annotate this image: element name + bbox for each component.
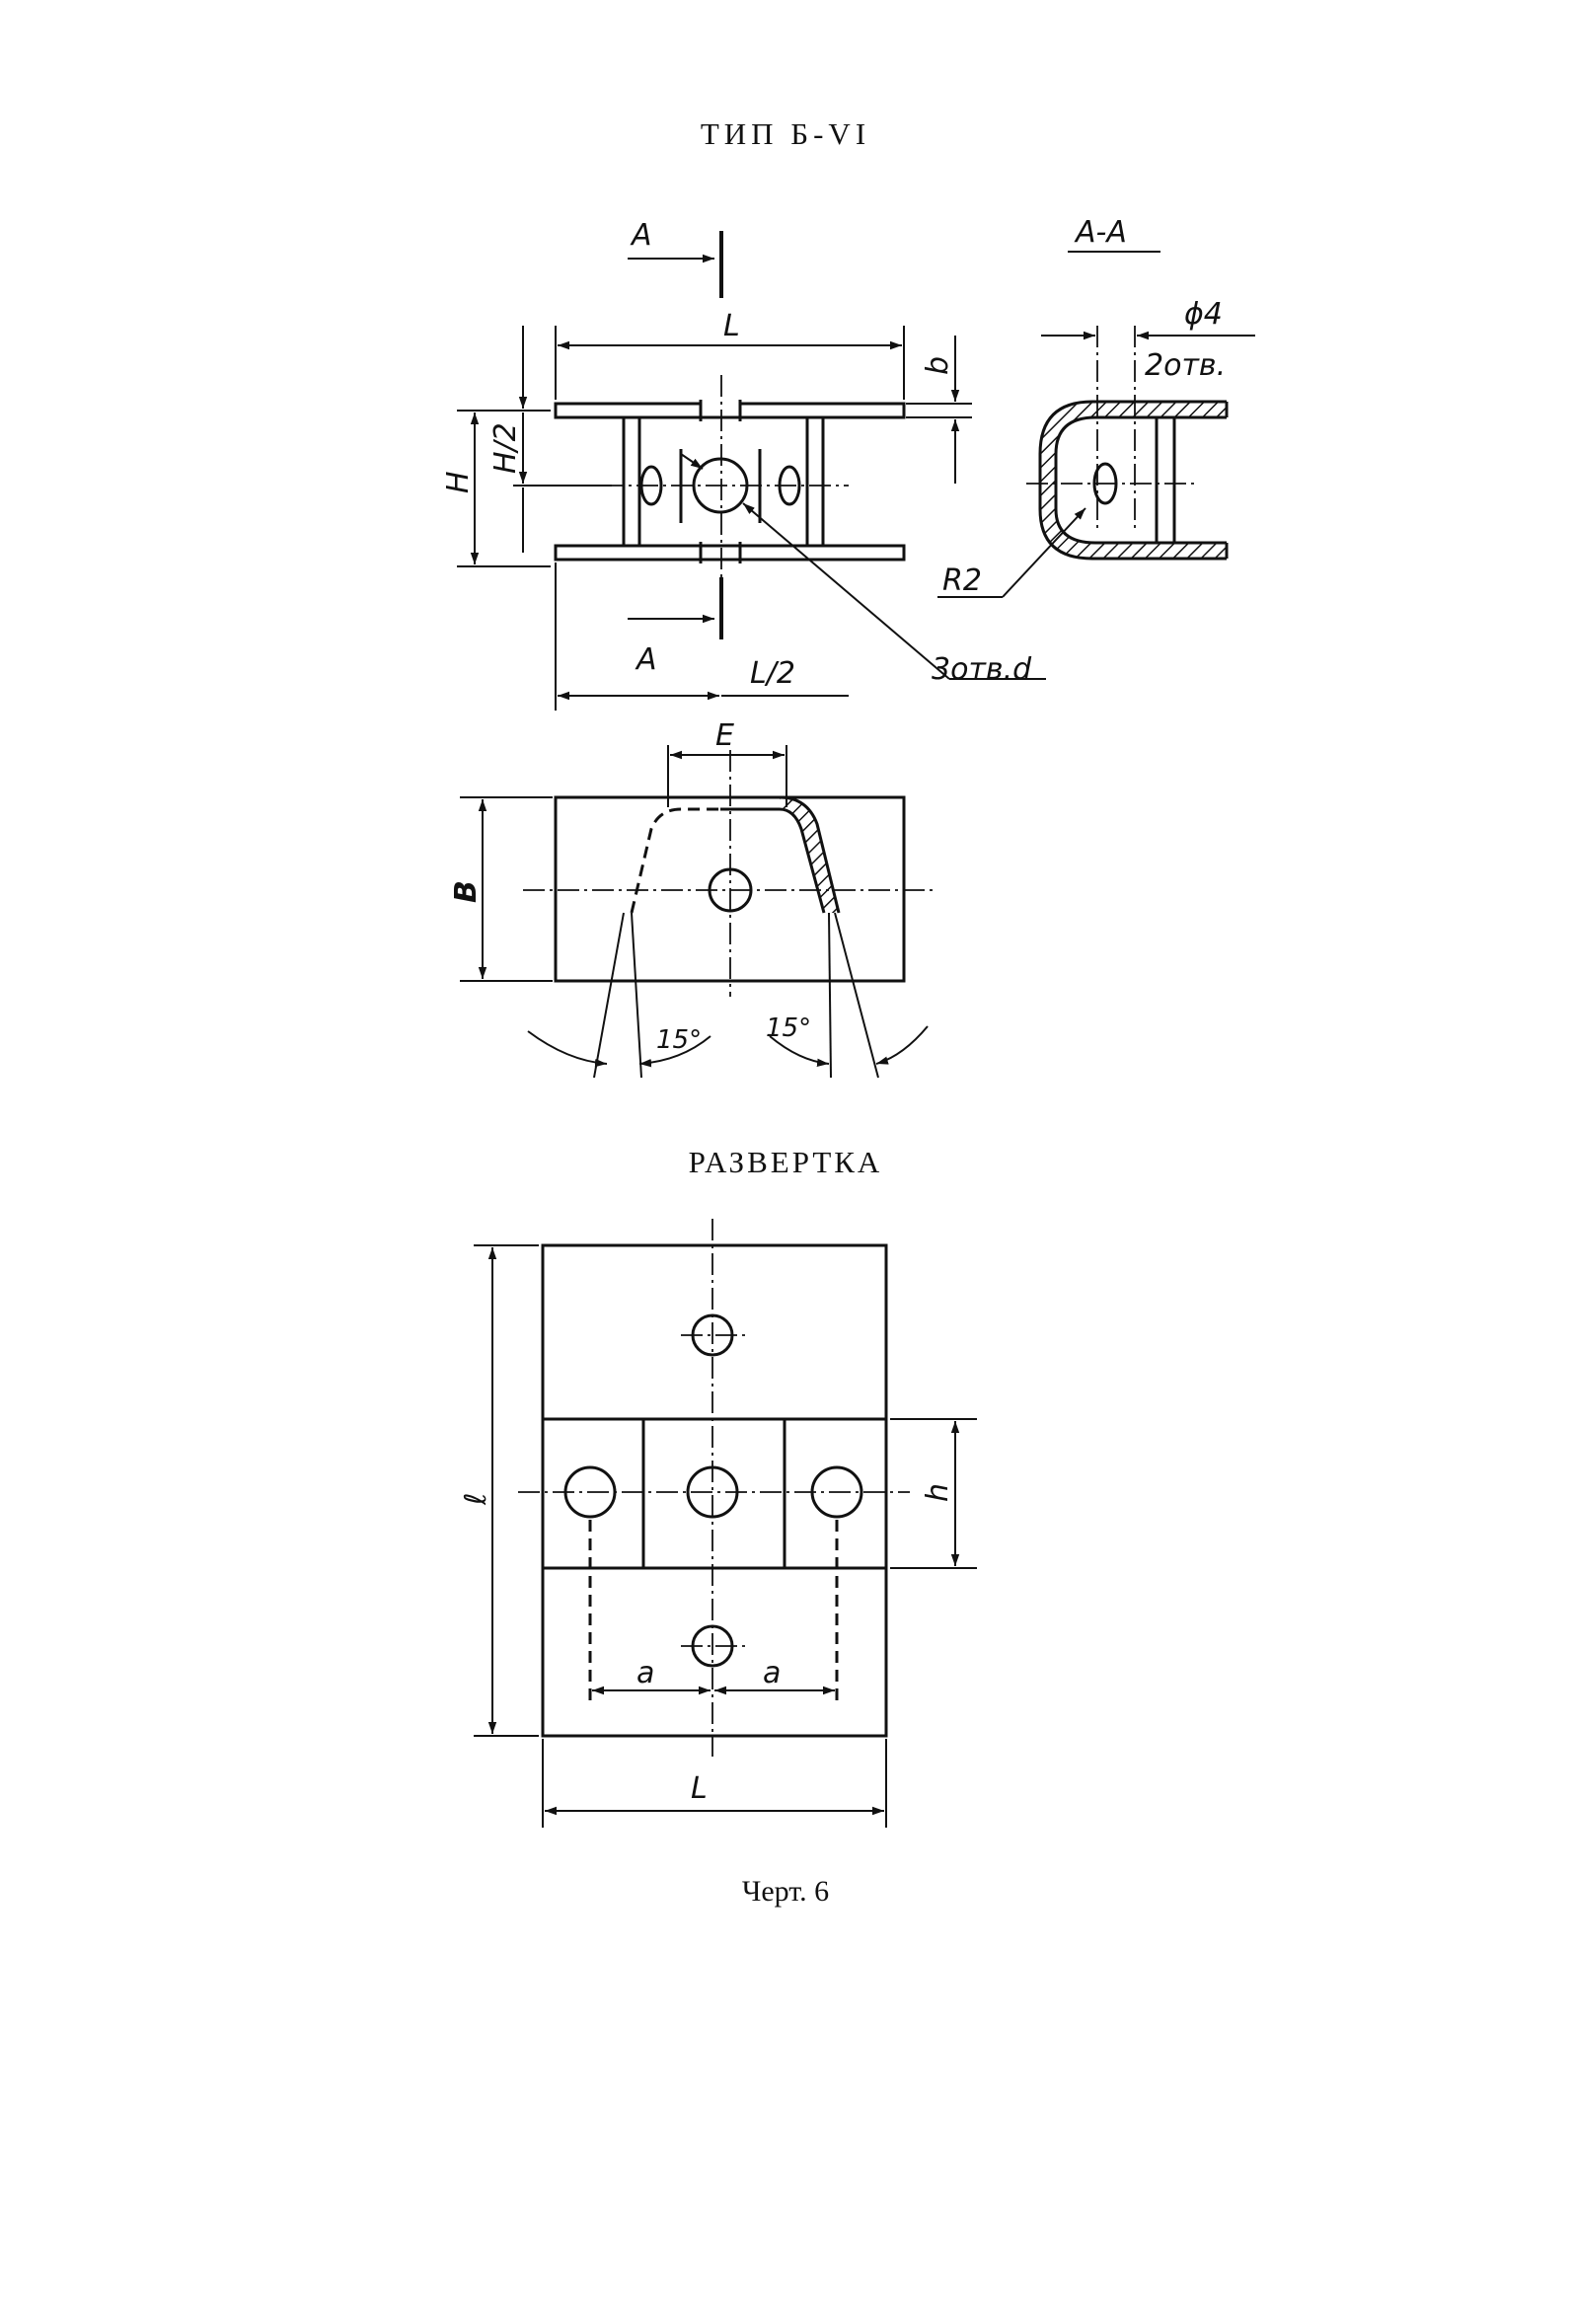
development-title: РАЗВЕРТКА [688, 1145, 883, 1179]
dim-pitch-right-label: a [763, 1656, 781, 1690]
hole-count-label: 2отв. [1145, 348, 1226, 383]
dim-height-label: H [441, 471, 476, 493]
page-title: ТИП Б-VI [700, 116, 871, 151]
bottom-plate [554, 544, 906, 562]
side-view: E B 15° 15° [449, 718, 937, 1079]
bend-radius-label: R2 [942, 563, 982, 598]
section-view: А-А ϕ4 2отв. R2 [937, 215, 1255, 598]
dim-top-label: E [715, 718, 734, 753]
hole-diameter-label: ϕ4 [1184, 297, 1223, 332]
dim-pitch-left-label: a [636, 1656, 654, 1690]
development-view: a a ℓ h L [459, 1219, 977, 1828]
angle-left-label: 15° [656, 1025, 702, 1055]
dim-thickness-label: b [921, 356, 955, 375]
dim-total-length-label: ℓ [459, 1493, 493, 1506]
front-view: А А 3отв.d L [441, 218, 1046, 711]
dim-half-length-label: L/2 [750, 656, 795, 691]
dim-half-height-label: H/2 [488, 422, 523, 474]
dim-band-height-label: h [921, 1483, 955, 1502]
dim-width-label: B [449, 880, 484, 903]
section-title: А-А [1074, 215, 1127, 250]
dim-dev-width-label: L [691, 1771, 708, 1806]
figure-caption: Черт. 6 [741, 1875, 830, 1908]
development-outline [541, 1243, 888, 1738]
section-marker-bottom: А [635, 642, 657, 677]
dim-length-label: L [723, 309, 740, 343]
section-profile-inner [1054, 415, 1227, 545]
holes-note: 3отв.d [932, 652, 1032, 687]
angle-right-label: 15° [766, 1013, 811, 1043]
bracket-hidden-left [630, 807, 720, 914]
section-marker-top: А [630, 218, 652, 253]
